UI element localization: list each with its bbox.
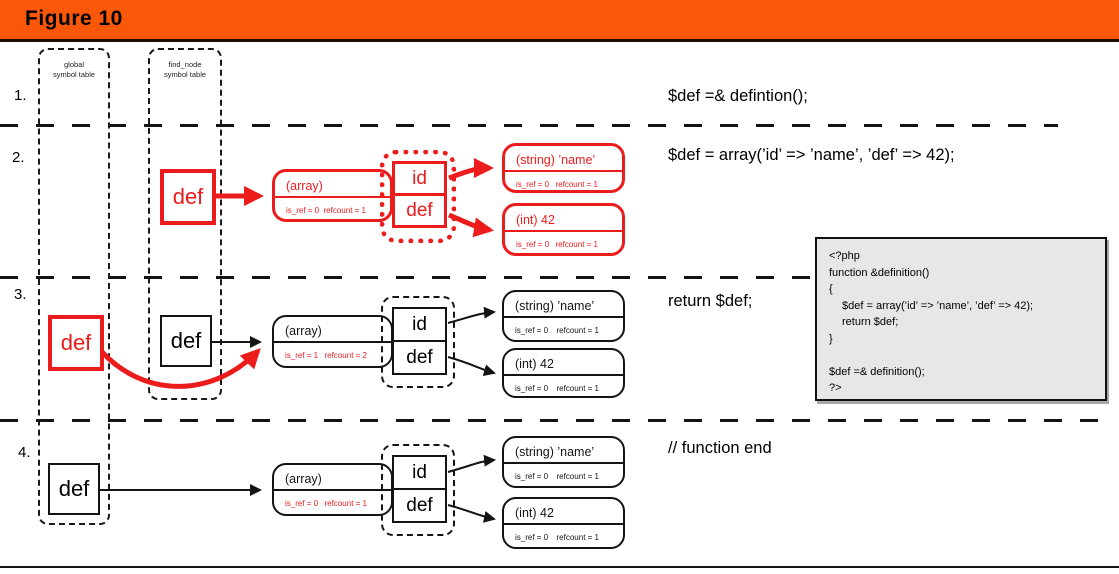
code-line: ?> [829,382,842,394]
step3-statement: return $def; [668,292,753,310]
row-separator-1 [0,124,1058,127]
step4-array-title: (array) [274,465,391,491]
code-line [829,347,1093,364]
step2-array-stats: is_ref = 0 refcount = 1 [275,198,390,215]
step3-hash-key-def: def [392,340,447,375]
step2-statement: $def = array(’id’ => ’name’, ’def’ => 42… [668,146,955,164]
step2-int-title: (int) 42 [505,206,622,232]
step1-number: 1. [14,87,27,104]
step4-array-stats: is_ref = 0 refcount = 1 [274,491,391,508]
step3-array-title: (array) [274,317,391,343]
step4-int-refcount: refcount = 1 [556,533,599,542]
step3-number: 3. [14,286,27,303]
step4-hashtable-group [381,444,455,536]
step4-string-isref: is_ref = 0 [515,472,549,481]
step2-string-zval: (string) ’name’ is_ref = 0 refcount = 1 [502,143,625,193]
step4-string-stats: is_ref = 0 refcount = 1 [504,464,623,481]
step4-int-stats: is_ref = 0 refcount = 1 [504,525,623,542]
step3-local-def-symbol: def [160,315,212,367]
step3-int-refcount: refcount = 1 [556,384,599,393]
step2-local-def-symbol: def [160,169,216,225]
step4-array-isref: is_ref = 0 [285,499,319,508]
step2-int-stats: is_ref = 0 refcount = 1 [505,232,622,249]
step3-array-isref: is_ref = 1 [285,351,319,360]
step3-string-title: (string) ’name’ [504,292,623,318]
step2-string-refcount: refcount = 1 [555,180,598,189]
step3-int-stats: is_ref = 0 refcount = 1 [504,376,623,393]
step2-array-title: (array) [275,172,390,198]
step3-string-stats: is_ref = 0 refcount = 1 [504,318,623,335]
step4-number: 4. [18,444,31,461]
code-line: { [829,283,833,295]
step3-string-refcount: refcount = 1 [556,326,599,335]
step3-global-def-symbol: def [48,315,104,371]
step2-array-zval: (array) is_ref = 0 refcount = 1 [272,169,393,222]
code-line: return $def; [842,316,899,328]
step2-string-title: (string) ’name’ [505,146,622,172]
code-line: function &definition() [829,266,930,279]
global-symbol-table-label: global symbol table [52,60,96,79]
step3-string-isref: is_ref = 0 [515,326,549,335]
step4-hash-key-def: def [392,488,447,523]
step3-int-isref: is_ref = 0 [515,384,549,393]
step3-hashtable-group [381,296,455,388]
step4-array-refcount: refcount = 1 [324,499,367,508]
step4-statement: // function end [668,439,772,457]
step3-int-title: (int) 42 [504,350,623,376]
row-separator-2 [0,276,817,279]
step4-array-zval: (array) is_ref = 0 refcount = 1 [272,463,393,516]
code-line: <?php [829,250,860,262]
php-code-box: <?php function &definition() { $def = ar… [815,237,1107,401]
step4-hash-key-id: id [392,455,447,490]
step2-hash-key-id: id [392,161,447,196]
step4-string-zval: (string) ’name’ is_ref = 0 refcount = 1 [502,436,625,488]
step2-number: 2. [12,149,25,166]
figure-bottom-rule [0,566,1119,568]
step2-array-isref: is_ref = 0 [286,206,320,215]
global-symbol-table-column: global symbol table [38,48,110,525]
step2-int-refcount: refcount = 1 [555,240,598,249]
step2-string-isref: is_ref = 0 [516,180,550,189]
step2-array-refcount: refcount = 1 [323,206,366,215]
step2-string-stats: is_ref = 0 refcount = 1 [505,172,622,189]
step4-string-refcount: refcount = 1 [556,472,599,481]
step2-hashtable-group [380,150,456,243]
step2-hash-key-def: def [392,193,447,228]
step4-int-isref: is_ref = 0 [515,533,549,542]
step4-int-zval: (int) 42 is_ref = 0 refcount = 1 [502,497,625,549]
step4-int-title: (int) 42 [504,499,623,525]
step2-int-zval: (int) 42 is_ref = 0 refcount = 1 [502,203,625,256]
find-node-symbol-table-label: find_node symbol table [163,60,207,79]
find-node-symbol-table-column: find_node symbol table [148,48,222,400]
step3-array-stats: is_ref = 1 refcount = 2 [274,343,391,360]
figure-header-bar: Figure 10 [0,0,1119,42]
figure-title: Figure 10 [25,7,123,30]
step3-array-zval: (array) is_ref = 1 refcount = 2 [272,315,393,368]
step3-hash-key-id: id [392,307,447,342]
code-line: $def = array(’id’ => ’name’, ’def’ => 42… [842,299,1034,312]
step2-int-isref: is_ref = 0 [516,240,550,249]
step1-statement: $def =& defintion(); [668,87,808,105]
step3-array-refcount: refcount = 2 [324,351,367,360]
row-separator-3 [0,419,1110,422]
code-line: } [829,332,833,345]
step3-string-zval: (string) ’name’ is_ref = 0 refcount = 1 [502,290,625,342]
code-line: $def =& definition(); [829,365,925,378]
step3-int-zval: (int) 42 is_ref = 0 refcount = 1 [502,348,625,398]
step4-global-def-symbol: def [48,463,100,515]
step4-string-title: (string) ’name’ [504,438,623,464]
